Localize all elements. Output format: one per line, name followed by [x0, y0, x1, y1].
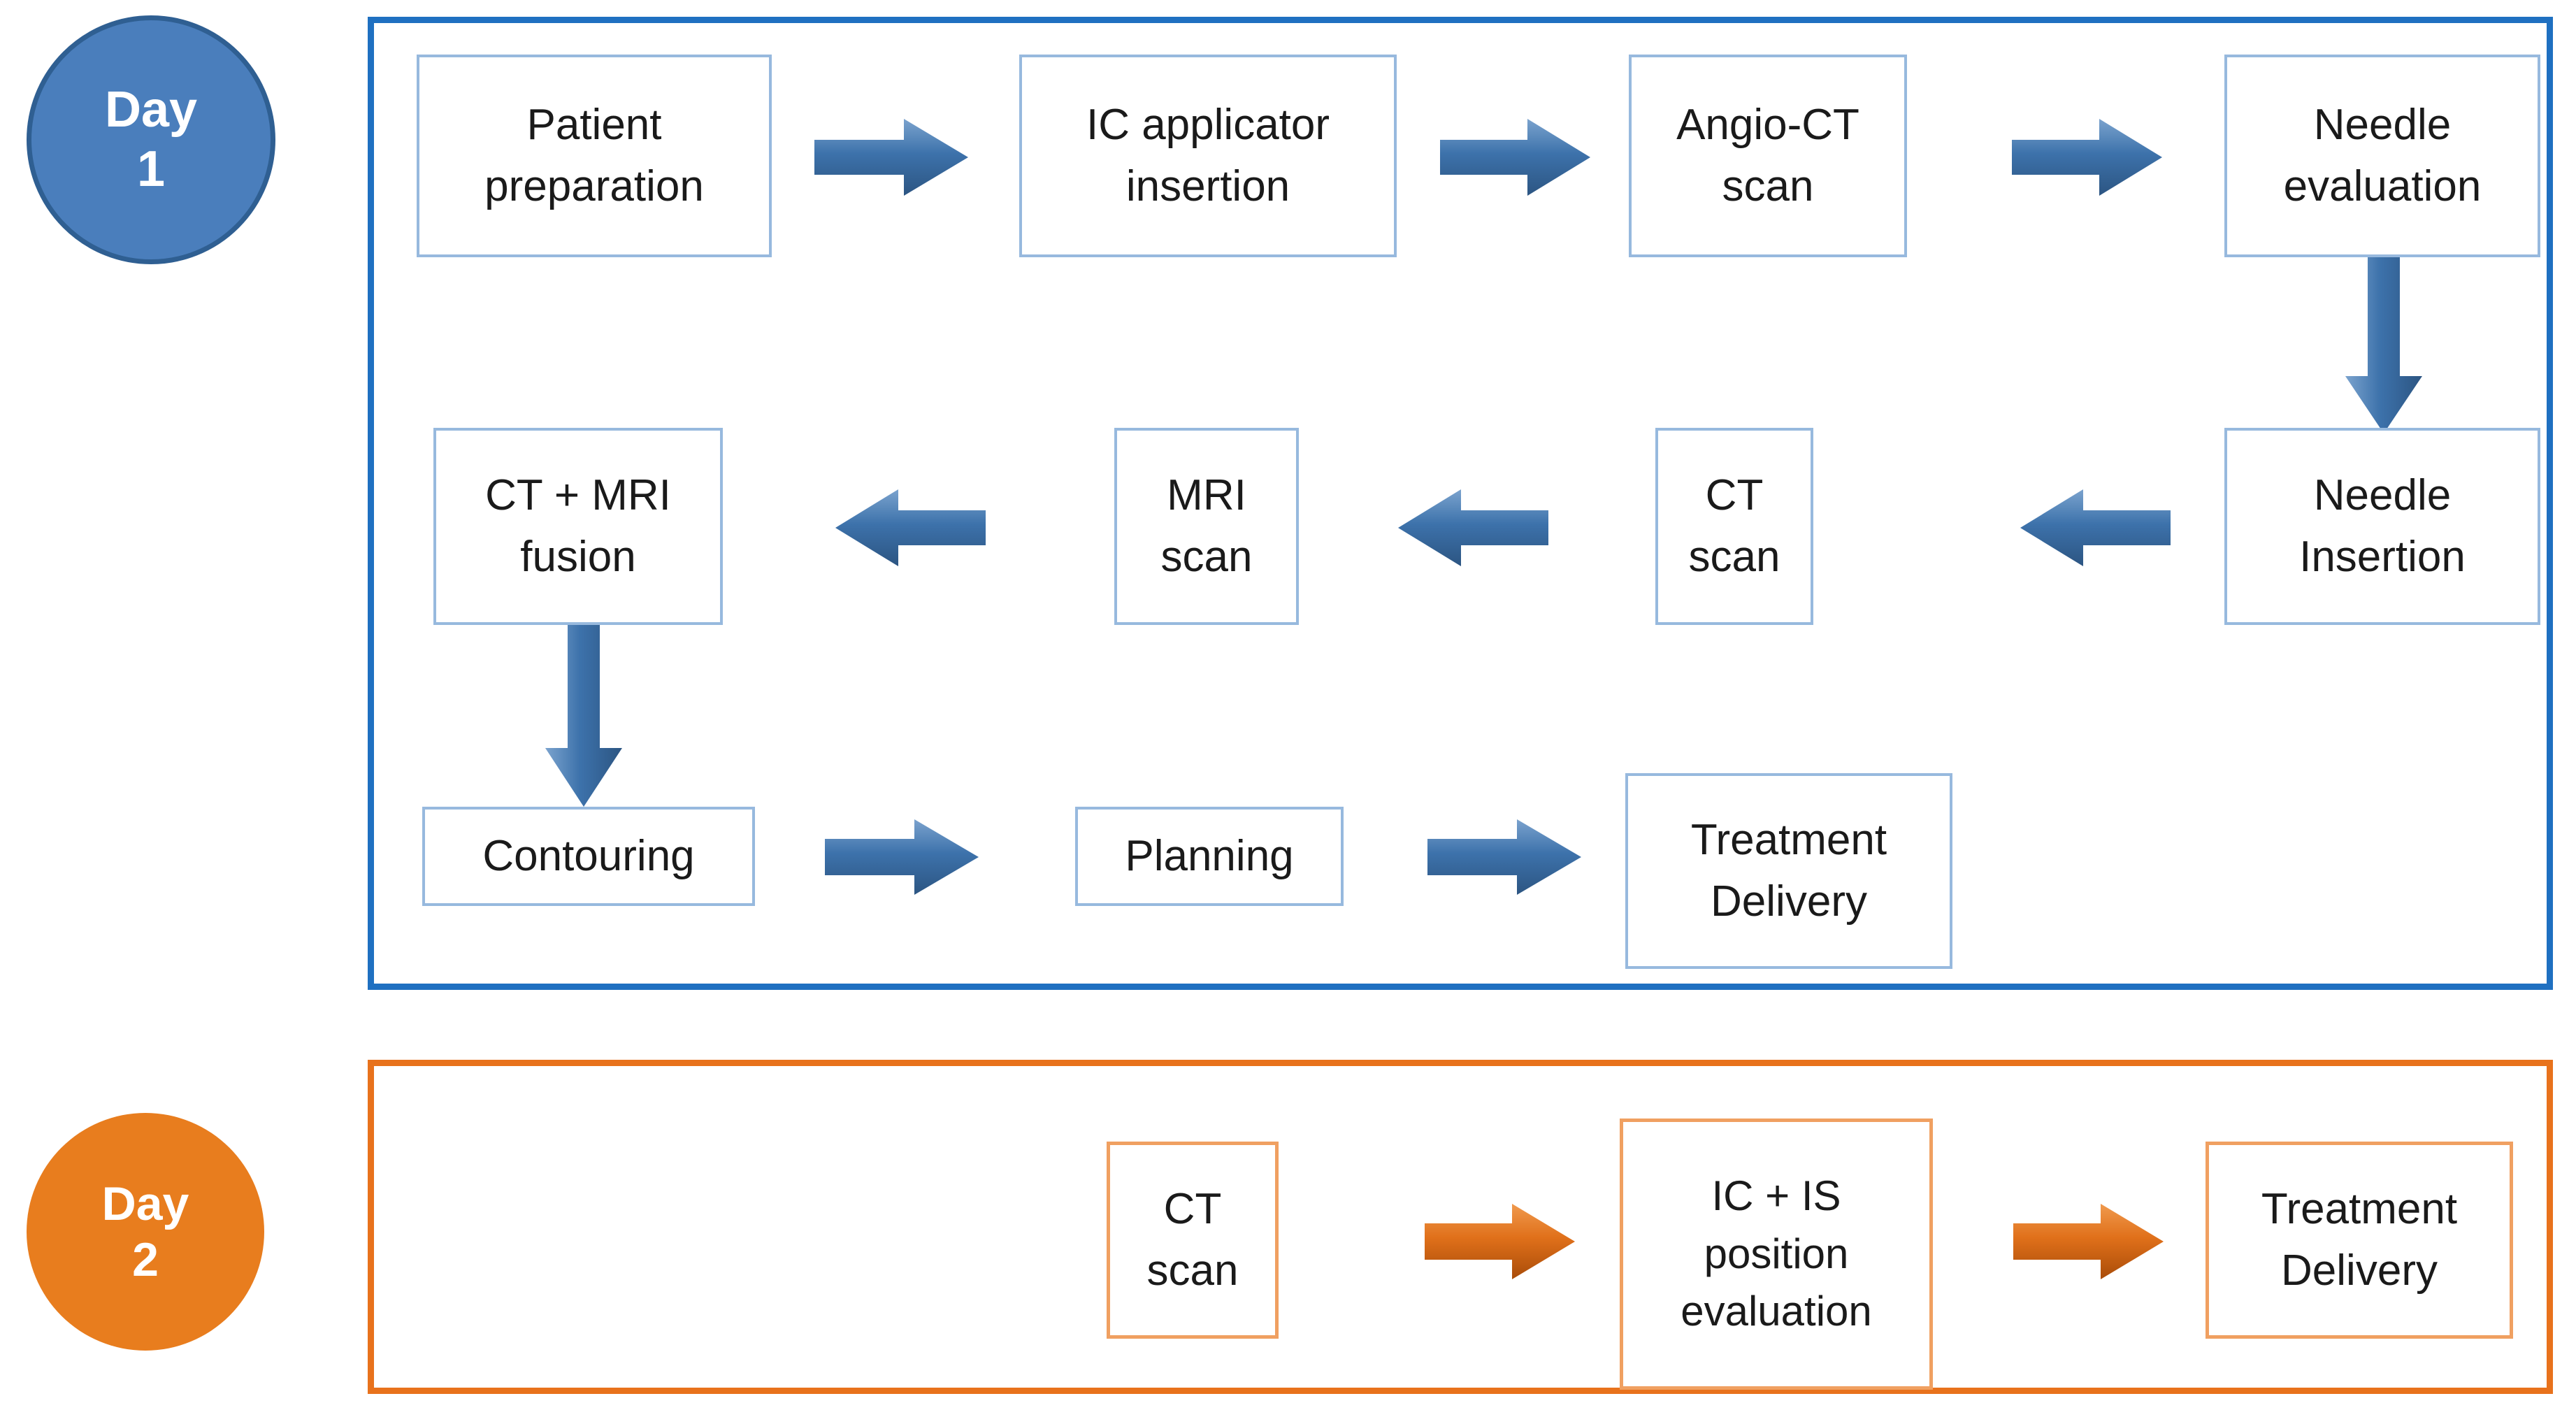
node-ic-is-position-evaluation-line-1: IC + IS — [1711, 1172, 1841, 1219]
node-contouring[interactable]: Contouring — [422, 807, 755, 906]
node-needle-evaluation-line-2: evaluation — [2283, 162, 2482, 210]
node-patient-preparation-line-2: preparation — [484, 162, 704, 210]
node-angio-ct-scan[interactable]: Angio-CT scan — [1629, 55, 1907, 257]
node-contouring-label: Contouring — [482, 831, 695, 880]
node-patient-preparation-line-1: Patient — [526, 100, 662, 149]
node-ic-applicator-insertion[interactable]: IC applicator insertion — [1019, 55, 1397, 257]
node-treatment-delivery-day1-line-1: Treatment — [1690, 815, 1887, 864]
node-treatment-delivery-day1-line-2: Delivery — [1711, 877, 1867, 926]
node-needle-evaluation-line-1: Needle — [2313, 100, 2452, 149]
node-ct-scan-day1-line-2: scan — [1688, 533, 1780, 581]
node-treatment-delivery-day1[interactable]: Treatment Delivery — [1625, 773, 1952, 969]
node-ic-applicator-insertion-line-2: insertion — [1125, 162, 1290, 210]
node-ic-is-position-evaluation-line-3: evaluation — [1681, 1288, 1872, 1335]
node-needle-insertion-line-2: Insertion — [2299, 533, 2466, 581]
node-treatment-delivery-day2[interactable]: Treatment Delivery — [2206, 1142, 2513, 1339]
day-1-badge-line-1: Day — [104, 82, 198, 138]
node-needle-insertion[interactable]: Needle Insertion — [2224, 428, 2540, 625]
node-ct-mri-fusion[interactable]: CT + MRI fusion — [433, 428, 723, 625]
node-angio-ct-scan-line-2: scan — [1722, 162, 1814, 210]
node-ct-mri-fusion-line-1: CT + MRI — [485, 470, 671, 519]
node-planning[interactable]: Planning — [1075, 807, 1344, 906]
node-ct-scan-day2-line-2: scan — [1146, 1246, 1239, 1295]
node-ic-is-position-evaluation-line-2: position — [1704, 1230, 1849, 1277]
node-ic-applicator-insertion-line-1: IC applicator — [1086, 100, 1330, 149]
node-ic-is-position-evaluation[interactable]: IC + IS position evaluation — [1620, 1119, 1933, 1390]
node-planning-label: Planning — [1125, 831, 1294, 880]
day-2-badge-line-1: Day — [101, 1177, 189, 1230]
node-ct-scan-day1[interactable]: CT scan — [1655, 428, 1813, 625]
node-needle-insertion-line-1: Needle — [2313, 470, 2452, 519]
day-2-badge: Day 2 — [27, 1113, 264, 1351]
node-mri-scan-line-2: scan — [1160, 533, 1253, 581]
node-treatment-delivery-day2-line-2: Delivery — [2281, 1246, 2438, 1295]
day-1-badge-line-2: 1 — [136, 141, 166, 197]
node-ct-scan-day2-line-1: CT — [1163, 1184, 1222, 1233]
node-patient-preparation[interactable]: Patient preparation — [417, 55, 772, 257]
day-2-badge-line-2: 2 — [132, 1233, 159, 1286]
node-ct-scan-day1-line-1: CT — [1705, 470, 1764, 519]
node-angio-ct-scan-line-1: Angio-CT — [1676, 100, 1859, 149]
node-ct-scan-day2[interactable]: CT scan — [1107, 1142, 1279, 1339]
day-1-badge: Day 1 — [27, 15, 275, 264]
node-mri-scan[interactable]: MRI scan — [1114, 428, 1299, 625]
node-needle-evaluation[interactable]: Needle evaluation — [2224, 55, 2540, 257]
node-ct-mri-fusion-line-2: fusion — [520, 533, 636, 581]
node-treatment-delivery-day2-line-1: Treatment — [2261, 1184, 2458, 1233]
node-mri-scan-line-1: MRI — [1167, 470, 1246, 519]
